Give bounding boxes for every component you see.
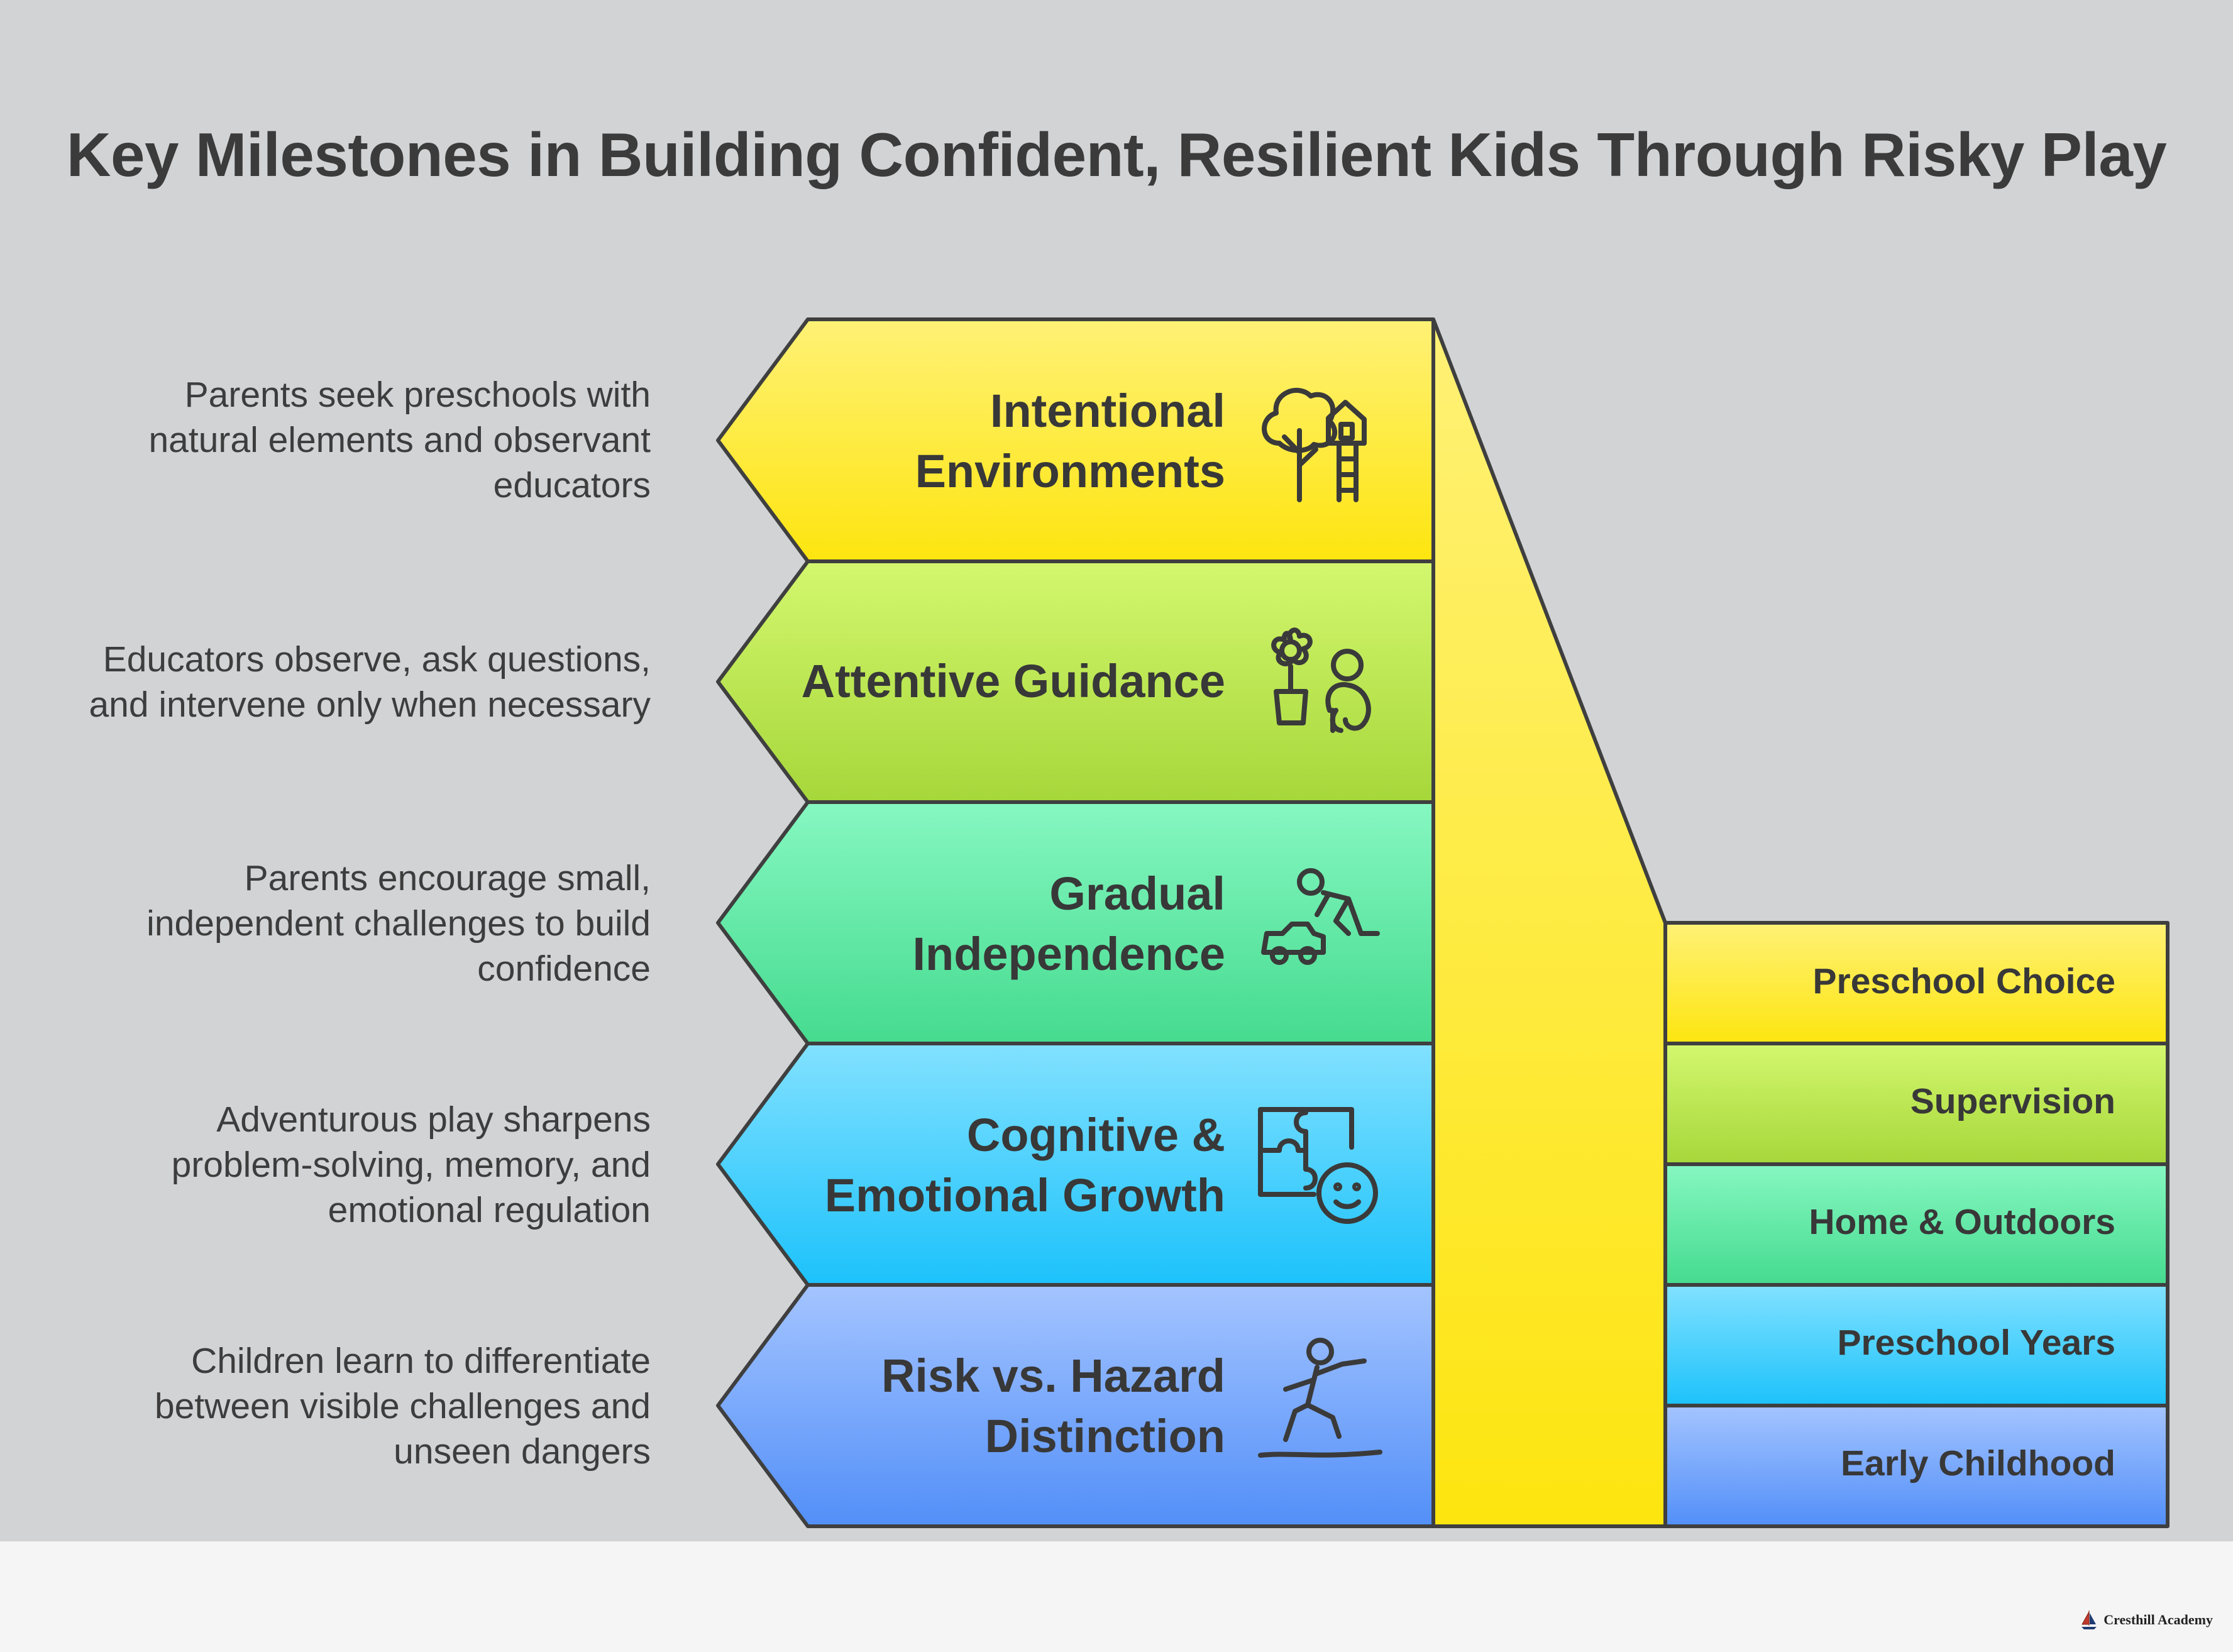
stage-3-label: Gradual Independence xyxy=(912,867,1225,980)
bar-5 xyxy=(1663,1404,2170,1528)
footer-brand: Cresthill Academy xyxy=(2080,1609,2213,1631)
bar-4 xyxy=(1663,1283,2170,1407)
bar-1-label: Preschool Choice xyxy=(1812,961,2115,1001)
footer-brand-name: Cresthill Academy xyxy=(2103,1612,2213,1627)
stage-2-label: Attentive Guidance xyxy=(801,655,1225,707)
bar-2 xyxy=(1663,1042,2170,1166)
bar-2-label: Supervision xyxy=(1910,1081,2115,1121)
milestone-staircase-diagram xyxy=(716,317,2170,1528)
stage-1-connector-face xyxy=(1431,317,1667,1528)
stage-4-label: Cognitive & Emotional Growth xyxy=(824,1109,1225,1221)
stage-1-label: Intentional Environments xyxy=(915,385,1225,497)
page-title: Key Milestones in Building Confident, Re… xyxy=(66,120,2167,189)
bar-3-label: Home & Outdoors xyxy=(1809,1202,2115,1242)
sailboat-logo-icon xyxy=(2081,1611,2097,1629)
crawling-child-toy-car-icon xyxy=(1261,868,1380,965)
flower-child-icon xyxy=(1271,627,1371,733)
bar-3 xyxy=(1663,1162,2170,1287)
balancing-child-icon xyxy=(1258,1338,1382,1458)
stage-3-description: Parents encourage small, independent cha… xyxy=(146,858,651,989)
puzzle-smiley-icon xyxy=(1258,1107,1378,1224)
stage-5-band xyxy=(716,1283,1435,1528)
stage-2-description: Educators observe, ask questions, and in… xyxy=(89,639,651,725)
stage-5-description: Children learn to differentiate between … xyxy=(154,1341,651,1472)
bar-4-label: Preschool Years xyxy=(1837,1323,2115,1363)
stage-1-description: Parents seek preschools with natural ele… xyxy=(148,375,651,505)
bar-1 xyxy=(1663,921,2170,1045)
stage-5-label: Risk vs. Hazard Distinction xyxy=(881,1350,1225,1462)
bar-5-label: Early Childhood xyxy=(1840,1443,2115,1484)
tree-treehouse-icon xyxy=(1262,388,1367,502)
stage-4-description: Adventurous play sharpens problem-solvin… xyxy=(171,1099,651,1230)
